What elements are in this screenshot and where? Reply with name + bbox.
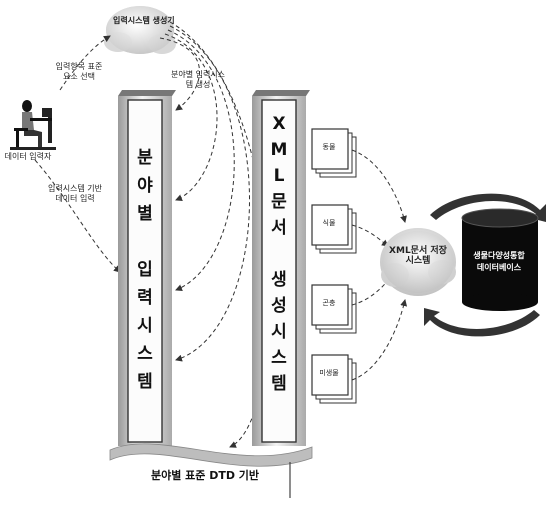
edge-create-by-field-label: 분야별 입력시스템 생성 bbox=[170, 70, 226, 89]
xml-generator-column bbox=[252, 90, 310, 446]
document-stack-1 bbox=[311, 128, 357, 178]
vertical-char: 력 bbox=[137, 288, 153, 308]
edge-input-data-label: 입력시스템 기반 데이터 입력 bbox=[47, 184, 103, 203]
vertical-char: 스 bbox=[271, 348, 287, 368]
storage-cloud bbox=[380, 228, 456, 296]
vertical-char: L bbox=[273, 166, 285, 186]
vertical-char: M bbox=[270, 140, 288, 160]
vertical-char: 템 bbox=[137, 372, 153, 392]
developer-cloud bbox=[104, 6, 176, 54]
vertical-char: 서 bbox=[271, 218, 287, 238]
user-figure-icon bbox=[10, 100, 56, 150]
database-cylinder-icon bbox=[461, 208, 539, 311]
input-system-column bbox=[118, 90, 176, 446]
vertical-char: 별 bbox=[137, 204, 153, 224]
document-label-1: 동물 bbox=[322, 143, 336, 151]
vertical-char: 성 bbox=[271, 296, 287, 316]
database-label-line2: 데이터베이스 bbox=[476, 263, 522, 272]
vertical-char: 시 bbox=[137, 316, 153, 336]
document-stack-4 bbox=[311, 354, 357, 404]
document-stack-2 bbox=[311, 204, 357, 254]
vertical-char: 야 bbox=[137, 176, 153, 196]
vertical-char: X bbox=[272, 114, 286, 134]
edge-select-component-label: 입력항목 표준요소 선택 bbox=[55, 62, 103, 81]
sync-arrows bbox=[424, 193, 546, 337]
dtd-base-wave bbox=[109, 443, 313, 467]
document-label-4: 미생물 bbox=[319, 369, 339, 377]
storage-label: XML문서 저장시스템 bbox=[389, 246, 447, 266]
database-label-line1: 생물다양성통합 bbox=[473, 251, 525, 260]
vertical-char: 입 bbox=[137, 260, 153, 280]
developer-arrows bbox=[159, 21, 270, 448]
user-arrows bbox=[34, 35, 121, 273]
vertical-char: 스 bbox=[137, 344, 153, 364]
document-label-2: 식물 bbox=[322, 219, 336, 227]
vertical-char: 템 bbox=[271, 374, 287, 394]
database-label: 생물다양성통합 데이터베이스 bbox=[466, 250, 532, 274]
document-stack-3 bbox=[311, 284, 357, 334]
user-label: 데이터 입력자 bbox=[4, 152, 52, 161]
developer-label: 입력시스템 생성기 bbox=[113, 16, 175, 25]
vertical-char: 시 bbox=[271, 322, 287, 342]
footer-label: 분야별 표준 DTD 기반 bbox=[150, 469, 260, 482]
vertical-char: 문 bbox=[271, 192, 287, 212]
vertical-char: 분 bbox=[137, 148, 153, 168]
vertical-char: 생 bbox=[271, 270, 287, 290]
document-label-3: 곤충 bbox=[322, 299, 336, 307]
